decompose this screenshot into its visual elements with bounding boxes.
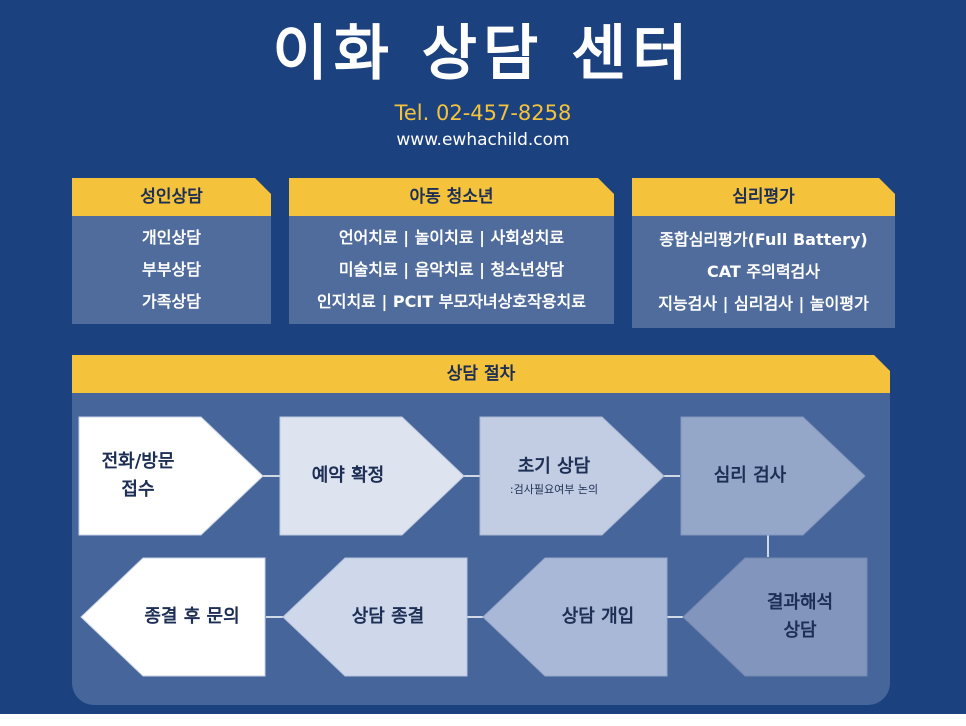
step-5-shape — [682, 557, 868, 677]
category-item: 가족상담 — [142, 292, 201, 311]
category-item: 종합심리평가(Full Battery) — [659, 230, 868, 249]
category-adult-title: 성인상담 — [72, 178, 271, 216]
step-3-initial-counseling: 초기 상담 :검사필요여부 논의 — [479, 416, 629, 536]
center-title: 이화 상담 센터 — [272, 19, 694, 89]
category-item: CAT 주의력검사 — [707, 262, 820, 281]
category-item: 부부상담 — [142, 260, 201, 279]
category-item: 언어치료 | 놀이치료 | 사회성치료 — [338, 228, 565, 247]
step-1-shape — [78, 416, 264, 536]
category-assessment-panel: 종합심리평가(Full Battery) CAT 주의력검사 지능검사 | 심리… — [632, 216, 895, 328]
process-title: 상담 절차 — [72, 355, 890, 393]
step-2-appointment: 예약 확정 — [311, 465, 385, 486]
step-7-shape — [282, 557, 468, 677]
step-8-shape — [80, 557, 266, 677]
category-item: 개인상담 — [142, 228, 201, 247]
website-url: www.ewhachild.com — [396, 130, 570, 150]
category-item: 미술치료 | 음악치료 | 청소년상담 — [338, 260, 565, 279]
step-3-shape — [479, 416, 665, 536]
bottom-strip — [0, 714, 966, 726]
category-assessment-title: 심리평가 — [632, 178, 895, 216]
category-child-title: 아동 청소년 — [289, 178, 614, 216]
step-4-shape — [680, 416, 866, 536]
category-child-panel: 언어치료 | 놀이치료 | 사회성치료 미술치료 | 음악치료 | 청소년상담 … — [289, 216, 614, 324]
step-6-intervention: 상담 개입 — [561, 606, 635, 627]
step-4-psych-test: 심리 검사 — [713, 465, 787, 486]
step-6-shape — [482, 557, 668, 677]
step-2-shape — [279, 416, 465, 536]
step-7-termination: 상담 종결 — [351, 606, 425, 627]
category-item: 인지치료 | PCIT 부모자녀상호작용치료 — [317, 292, 586, 311]
category-adult-panel: 개인상담 부부상담 가족상담 — [72, 216, 271, 324]
category-item: 지능검사 | 심리검사 | 놀이평가 — [658, 294, 869, 313]
step-1-reception: 전화/방문 접수 — [101, 451, 175, 500]
step-3-label: 초기 상담 — [517, 456, 591, 477]
step-3-subtitle: :검사필요여부 논의 — [509, 483, 599, 496]
step-5-result-interpretation: 결과해석 상담 — [766, 592, 834, 641]
step-8-followup: 종결 후 문의 — [144, 606, 240, 627]
phone-number: Tel. 02-457-8258 — [394, 101, 572, 125]
